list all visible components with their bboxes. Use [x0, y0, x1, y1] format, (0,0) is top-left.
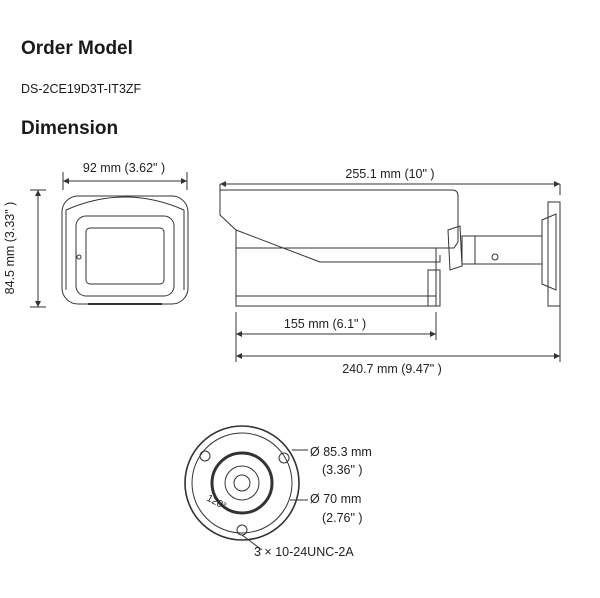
- front-bezel: [75, 215, 175, 297]
- arrow: [35, 190, 41, 196]
- bracket: [447, 201, 561, 307]
- total-length-label: 255.1 mm (10" ): [345, 167, 434, 181]
- bracket-base-plate: [547, 201, 561, 307]
- base-screw-hole-left: [199, 450, 211, 462]
- arrow: [220, 181, 226, 187]
- arrow: [554, 181, 560, 187]
- base-hub-core: [224, 465, 260, 501]
- front-glass: [85, 227, 165, 285]
- base-screw-leader: [241, 534, 263, 551]
- base-view: [184, 425, 308, 551]
- arrow: [35, 301, 41, 307]
- bracket-mount-neck: [541, 213, 557, 291]
- base-outer-dia-mm: Ø 85.3 mm: [310, 445, 372, 459]
- base-outer-dia-in: (3.36" ): [322, 463, 363, 477]
- bracket-length-label: 240.7 mm (9.47" ): [342, 362, 442, 376]
- base-inner-dia-mm: Ø 70 mm: [310, 492, 361, 506]
- body-length-label: 155 mm (6.1" ): [284, 317, 366, 331]
- side-shield-lower-edge: [235, 229, 441, 263]
- base-hub: [210, 451, 274, 515]
- front-sunshield: [65, 196, 185, 211]
- arrow: [181, 178, 187, 184]
- arrow: [63, 178, 69, 184]
- bracket-arm: [461, 235, 543, 265]
- base-screw-hole-right: [278, 452, 290, 464]
- base-screws-label: 3 × 10-24UNC-2A: [254, 545, 354, 559]
- base-center: [233, 474, 251, 492]
- bracket-screw: [491, 253, 499, 261]
- front-screw: [76, 254, 82, 260]
- base-inner-circle: [191, 432, 293, 534]
- base-angle-label: 120°: [205, 493, 228, 512]
- arrow: [236, 331, 242, 337]
- side-view: [219, 183, 561, 362]
- arrow: [554, 353, 560, 359]
- order-model-heading: Order Model: [21, 38, 133, 59]
- front-view: [30, 172, 189, 308]
- bracket-joint: [447, 225, 463, 271]
- dimension-heading: Dimension: [21, 118, 119, 139]
- arrow: [236, 353, 242, 359]
- side-rear-cap: [427, 269, 441, 307]
- base-inner-dia-in: (2.76" ): [322, 511, 363, 525]
- side-sunshield: [219, 189, 459, 249]
- front-width-label: 92 mm (3.62" ): [83, 161, 165, 175]
- front-height-label: 84.5 mm (3.33" ): [3, 202, 17, 295]
- side-body: [235, 247, 437, 307]
- order-model-value: DS-2CE19D3T-IT3ZF: [21, 82, 142, 96]
- arrow: [430, 331, 436, 337]
- front-housing-outer: [61, 195, 189, 305]
- base-outer-circle: [184, 425, 300, 541]
